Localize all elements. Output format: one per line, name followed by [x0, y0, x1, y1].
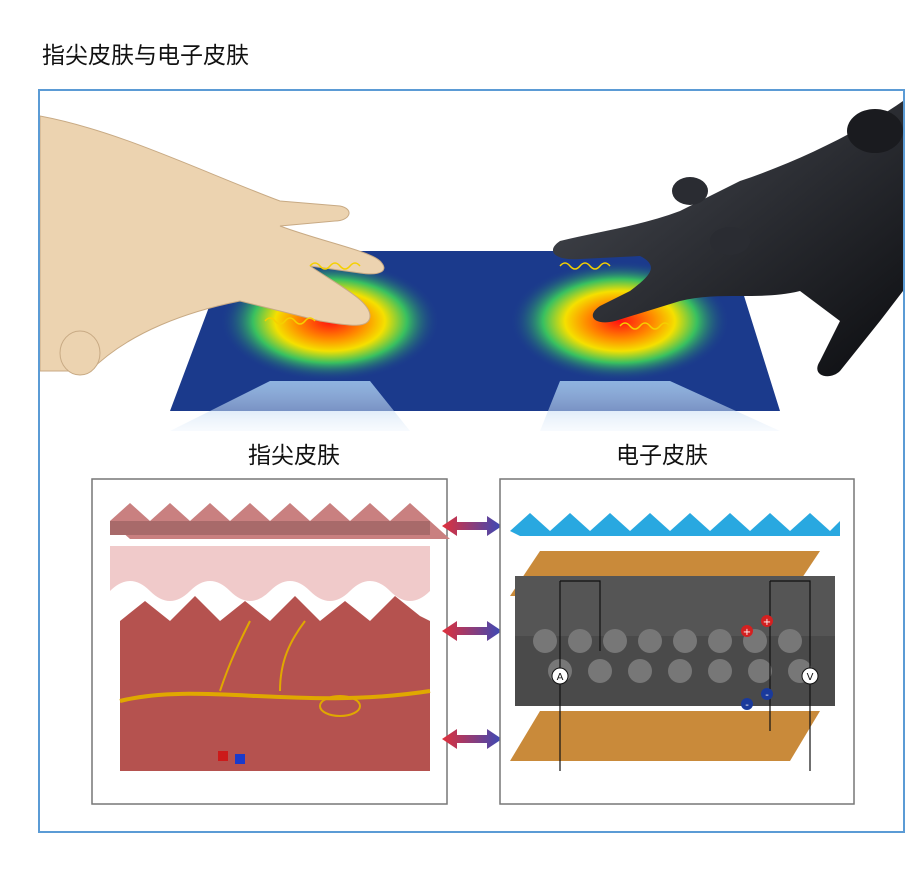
electronic-skin-panel: A V + + - -: [499, 478, 855, 805]
correspondence-arrows: [442, 516, 502, 749]
projection-beam-right: [540, 381, 780, 431]
negative-charge-icon: [761, 688, 773, 700]
double-arrow: [442, 516, 502, 536]
label-electronic-skin: 电子皮肤: [616, 443, 708, 469]
ammeter-icon: [551, 667, 569, 685]
human-hand: [39, 115, 385, 376]
vibration-signals: [264, 262, 671, 330]
voltmeter-icon: [801, 667, 819, 685]
positive-charge-icon: [741, 625, 753, 637]
nerve: [119, 689, 431, 703]
robot-hand: [552, 101, 903, 377]
double-arrow: [442, 621, 502, 641]
subcutaneous-layer: [120, 596, 430, 771]
projection-beam-left: [170, 381, 410, 431]
svg-text:-: -: [745, 700, 749, 711]
spheres: [533, 629, 812, 683]
figure-title: 指尖皮肤与电子皮肤: [42, 43, 249, 69]
microstructured-top-layer: [510, 513, 840, 536]
figure-frame: 指尖皮肤 电子皮肤 A V +: [38, 89, 905, 833]
label-fingertip-skin: 指尖皮肤: [248, 443, 340, 469]
illustration: 指尖皮肤 电子皮肤 A V +: [39, 101, 903, 805]
svg-text:V: V: [807, 672, 814, 683]
artery: [218, 751, 228, 761]
negative-charge-icon: [741, 698, 753, 710]
svg-text:+: +: [743, 627, 751, 638]
dielectric-upper: [515, 576, 835, 636]
bottom-electrode: [510, 711, 820, 761]
vein: [235, 754, 245, 764]
fingertip-skin-panel: [91, 478, 450, 805]
svg-text:+: +: [763, 617, 771, 628]
dermis-layer: [110, 546, 430, 601]
positive-charge-icon: [761, 615, 773, 627]
svg-text:A: A: [557, 672, 564, 683]
double-arrow: [442, 729, 502, 749]
pacinian-corpuscle: [319, 695, 361, 717]
svg-text:-: -: [765, 690, 769, 701]
